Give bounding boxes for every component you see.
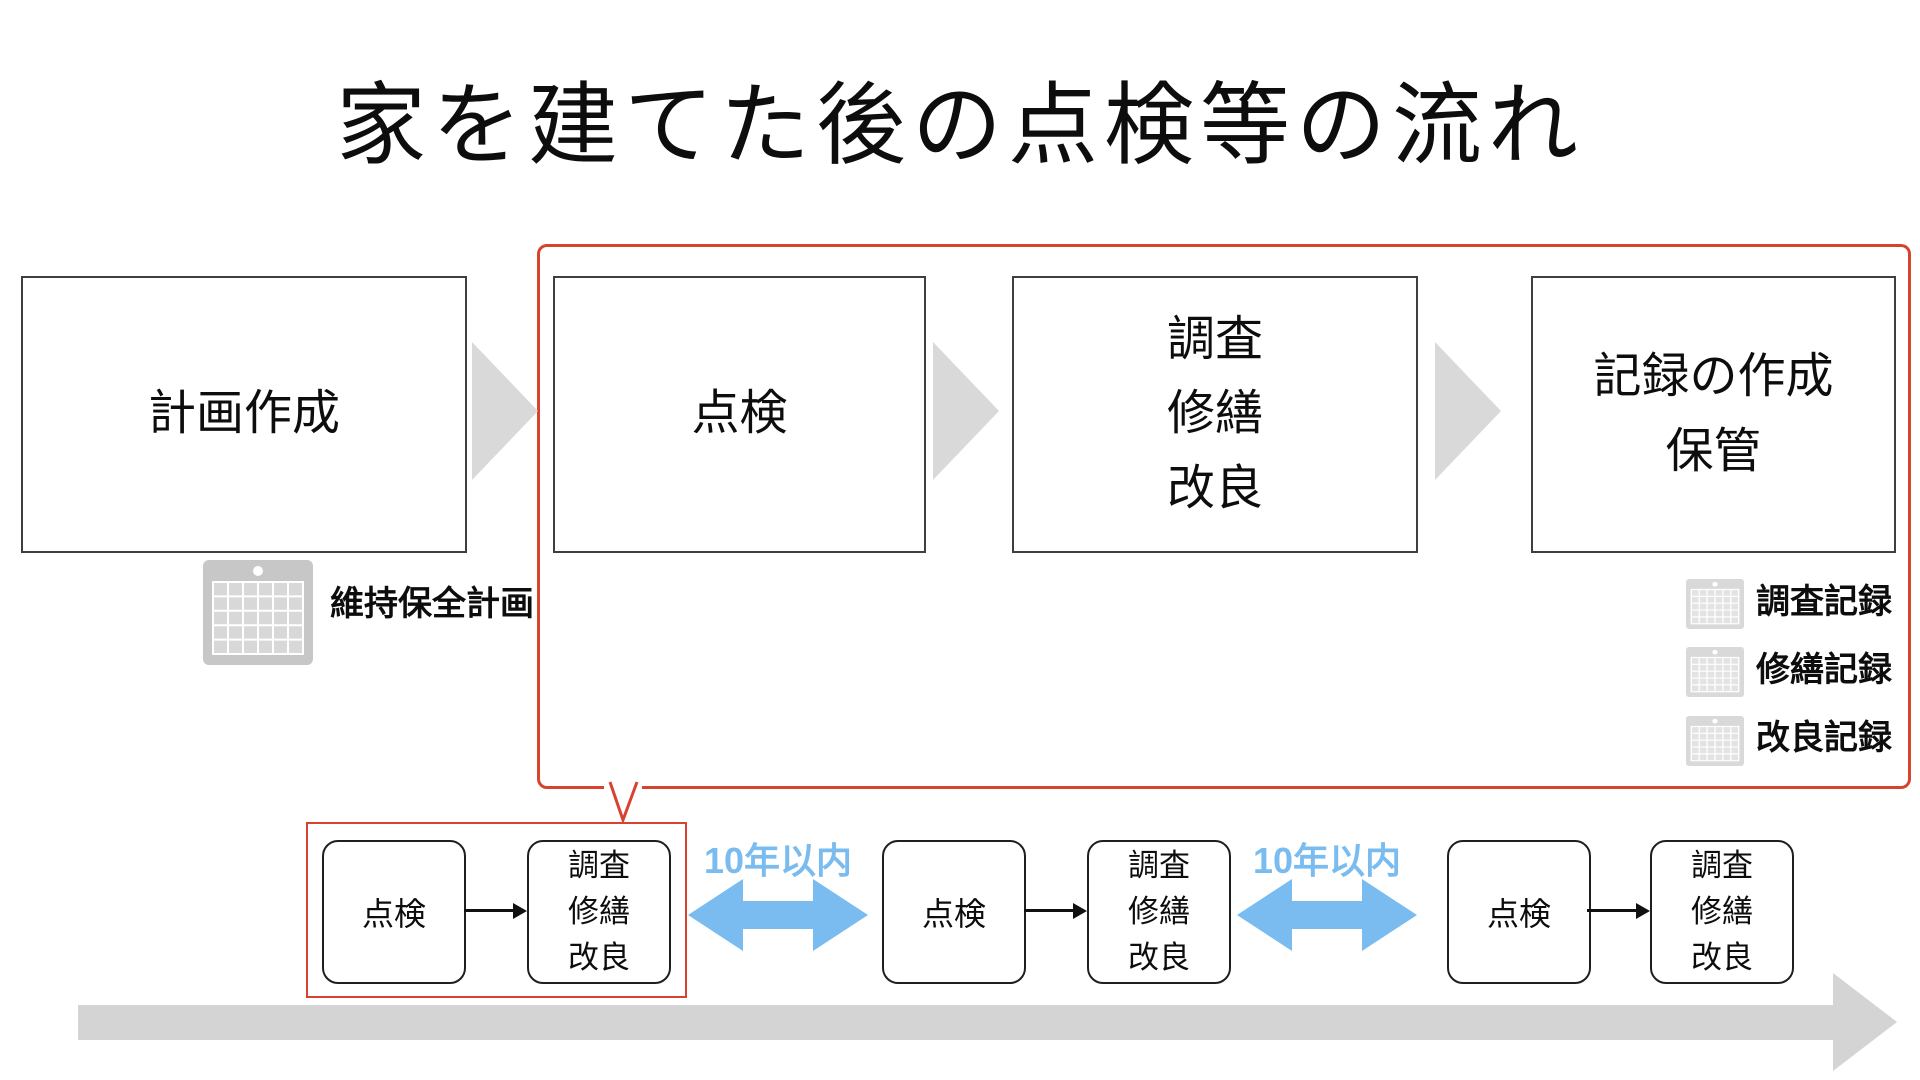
work-line: 改良 (1166, 461, 1263, 515)
timeline-arrow-icon (78, 1005, 1833, 1040)
cycle-inspect-box: 点検 (322, 840, 466, 984)
flow-box-plan: 計画作成 (21, 276, 467, 553)
cycle-work-line: 調査 (1128, 848, 1190, 883)
records-line: 記録の作成 (1593, 350, 1834, 404)
flow-box-plan-label: 計画作成 (147, 387, 340, 441)
cycle-inspect-label: 点検 (1486, 896, 1551, 932)
plan-doc-label: 維持保全計画 (330, 585, 534, 623)
cycle-work-box: 調査 修繕 改良 (1650, 840, 1794, 984)
cycle-highlight-frame (306, 822, 687, 998)
calendar-icon (1686, 647, 1744, 697)
calendar-icon (203, 560, 313, 665)
cycle-inspect-label: 点検 (921, 896, 986, 932)
cycle-work-line: 改良 (1128, 940, 1190, 975)
flow-box-records: 記録の作成 保管 (1531, 276, 1896, 553)
cycle-work-line: 調査 (1691, 848, 1753, 883)
cycle-inspect-box: 点検 (1447, 840, 1591, 984)
cycle-work-line: 調査 (568, 848, 630, 883)
cycle-work-lines: 調査 修繕 改良 (1128, 843, 1190, 981)
cycle-work-box: 調査 修繕 改良 (527, 840, 671, 984)
flow-box-records-lines: 記録の作成 保管 (1593, 340, 1833, 489)
cycle-work-line: 修繕 (1691, 894, 1753, 929)
callout-tail-icon (608, 781, 639, 825)
record-doc-label: 修繕記録 (1756, 651, 1892, 689)
records-line: 保管 (1665, 424, 1762, 478)
connector-arrow-icon (464, 903, 527, 919)
flow-arrow-icon (472, 342, 538, 480)
interval-label: 10年以内 (703, 840, 853, 881)
timeline-arrowhead-icon (1833, 973, 1897, 1071)
interval-label: 10年以内 (1252, 840, 1402, 881)
flow-box-inspect: 点検 (553, 276, 926, 553)
interval-arrow-icon (688, 879, 868, 951)
connector-arrow-icon (1024, 903, 1087, 919)
cycle-work-line: 修繕 (1128, 894, 1190, 929)
callout-red-frame (537, 244, 1911, 789)
flow-arrow-icon (1435, 342, 1501, 480)
flow-box-work-lines: 調査 修繕 改良 (1167, 303, 1263, 526)
work-line: 調査 (1166, 312, 1263, 366)
flow-box-work: 調査 修繕 改良 (1012, 276, 1418, 553)
cycle-work-line: 改良 (1691, 940, 1753, 975)
connector-arrow-icon (1587, 903, 1650, 919)
calendar-icon (1686, 579, 1744, 629)
record-doc-label: 改良記録 (1756, 719, 1892, 757)
page-title: 家を建てた後の点検等の流れ (336, 76, 1584, 176)
calendar-icon (1686, 716, 1744, 766)
interval-arrow-icon (1237, 879, 1417, 951)
cycle-inspect-box: 点検 (882, 840, 1026, 984)
cycle-inspect-label: 点検 (361, 896, 426, 932)
cycle-work-lines: 調査 修繕 改良 (568, 843, 630, 981)
cycle-work-line: 改良 (568, 940, 630, 975)
cycle-work-line: 修繕 (568, 894, 630, 929)
flow-box-inspect-label: 点検 (691, 387, 788, 441)
record-doc-label: 調査記録 (1756, 583, 1892, 621)
flow-arrow-icon (933, 342, 999, 480)
cycle-work-lines: 調査 修繕 改良 (1691, 843, 1753, 981)
cycle-work-box: 調査 修繕 改良 (1087, 840, 1231, 984)
work-line: 修繕 (1166, 387, 1263, 441)
